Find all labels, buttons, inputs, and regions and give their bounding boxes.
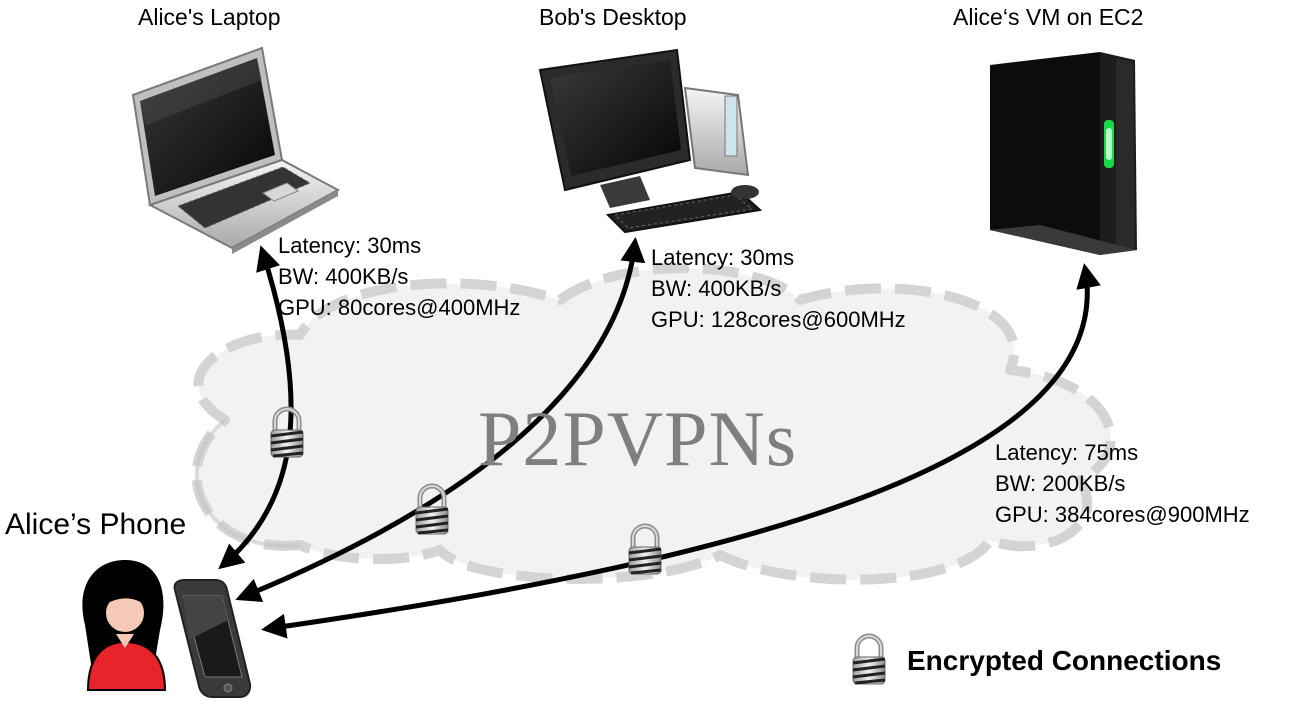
- server-icon: [990, 52, 1137, 255]
- vm-stats: Latency: 75ms BW: 200KB/s GPU: 384cores@…: [995, 437, 1250, 530]
- desktop-latency: Latency: 30ms: [651, 245, 795, 270]
- laptop-latency: Latency: 30ms: [278, 233, 422, 258]
- vm-latency: Latency: 75ms: [995, 440, 1139, 465]
- vm-bandwidth: BW: 200KB/s: [995, 471, 1126, 496]
- legend-label: Encrypted Connections: [907, 645, 1222, 676]
- laptop-icon: [131, 46, 341, 254]
- legend-padlock-icon: [853, 636, 885, 684]
- laptop-gpu: GPU: 80cores@400MHz: [278, 295, 521, 320]
- desktop-gpu: GPU: 128cores@600MHz: [651, 307, 906, 332]
- connection-vm: [261, 263, 1101, 639]
- laptop-title: Alice's Laptop: [138, 4, 281, 30]
- desktop-bandwidth: BW: 400KB/s: [651, 276, 782, 301]
- vm-gpu: GPU: 384cores@900MHz: [995, 502, 1250, 527]
- cloud-label: P2PVPNs: [478, 395, 798, 482]
- desktop-title: Bob's Desktop: [539, 4, 687, 30]
- phone-icon: [173, 579, 252, 698]
- laptop-bandwidth: BW: 400KB/s: [278, 264, 409, 289]
- desktop-stats: Latency: 30ms BW: 400KB/s GPU: 128cores@…: [651, 242, 906, 335]
- desktop-icon: [538, 48, 763, 234]
- phone-title: Alice’s Phone: [5, 508, 187, 541]
- person-avatar: [82, 560, 167, 691]
- laptop-stats: Latency: 30ms BW: 400KB/s GPU: 80cores@4…: [278, 230, 520, 323]
- vm-title: Alice‘s VM on EC2: [953, 4, 1144, 30]
